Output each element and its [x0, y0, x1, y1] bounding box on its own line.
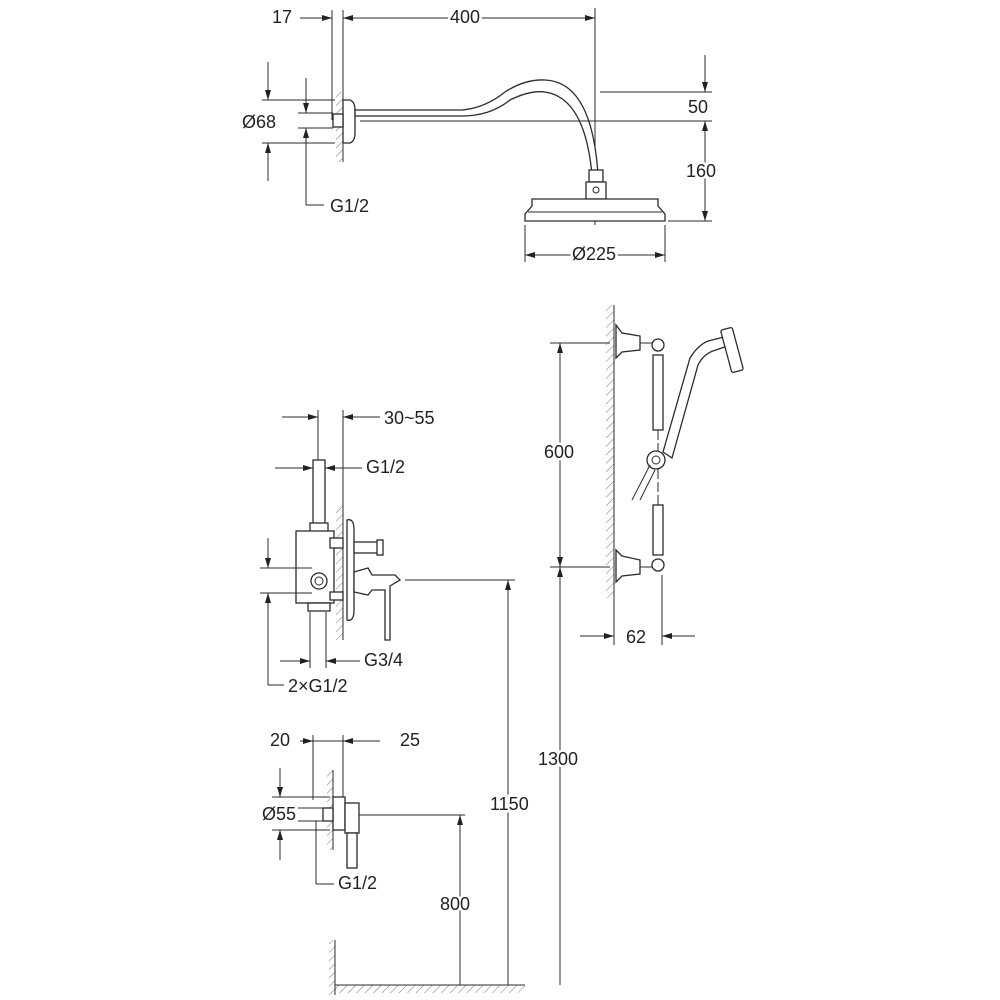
head-diameter-dimension: Ø225	[572, 244, 616, 264]
outlet-flange-diameter-dimension: Ø55	[262, 804, 296, 824]
inlet-thread-label: G1/2	[330, 196, 369, 216]
shower-arm-pipe	[354, 79, 599, 176]
bracket-spacing-dimension: 600	[544, 442, 574, 462]
shower-head	[524, 198, 666, 222]
mixer-view: 30~55 G1/2 1150 2×G1/2 G3/4	[260, 405, 531, 985]
diverter-knob	[353, 541, 380, 554]
lower-bracket	[615, 548, 641, 584]
arm-length-dimension: 400	[450, 7, 480, 27]
slide-rail-view: 600 1300 62	[536, 305, 744, 985]
outlet-thread-label: G3/4	[364, 650, 403, 670]
hand-shower-head	[720, 326, 744, 374]
inlet-port	[310, 572, 328, 590]
drop-dimension: 160	[686, 161, 716, 181]
hose-end	[346, 832, 358, 869]
rise-dimension: 50	[688, 97, 708, 117]
floor-hatch	[335, 985, 525, 993]
mixer-height-dimension: 1150	[490, 794, 529, 814]
mixer-body	[295, 530, 335, 604]
outlet-height-dimension: 800	[440, 894, 470, 914]
wall-hatch	[336, 505, 343, 640]
depth-range-dimension: 30~55	[384, 408, 435, 428]
flange-diameter-dimension: Ø68	[242, 112, 276, 132]
shower-arm-view: 50 160 Ø68 G1/2 Ø225 17 400	[240, 4, 719, 266]
outlet-elbow	[344, 802, 360, 834]
top-pipe	[312, 459, 326, 525]
rail-height-dimension: 1300	[538, 749, 578, 769]
ball-joint	[585, 181, 607, 200]
outlet-thread-label: G1/2	[338, 873, 377, 893]
wall-flange	[342, 99, 356, 144]
top-thread-label: G1/2	[366, 457, 405, 477]
hand-shower	[662, 335, 734, 460]
rail-upper	[652, 354, 664, 431]
wall-hatch	[606, 305, 614, 598]
outlet-flange	[332, 796, 346, 831]
rail-lower	[652, 504, 664, 556]
outlet-offset-right-dimension: 25	[400, 730, 420, 750]
wall-offset-dimension: 17	[272, 7, 292, 27]
floor	[329, 940, 525, 995]
projection-dimension: 62	[626, 627, 646, 647]
inlet-threads-label: 2×G1/2	[288, 676, 348, 696]
mixer-handle	[353, 567, 402, 641]
upper-bracket	[615, 323, 641, 360]
wall-outlet-view: 20 25 800 Ø55 G1/2	[260, 727, 473, 985]
slider-holder	[646, 450, 666, 470]
outlet-offset-left-dimension: 20	[270, 730, 290, 750]
arm-nut	[588, 169, 604, 183]
cover-plate	[346, 519, 355, 621]
thread-stub	[332, 113, 344, 128]
